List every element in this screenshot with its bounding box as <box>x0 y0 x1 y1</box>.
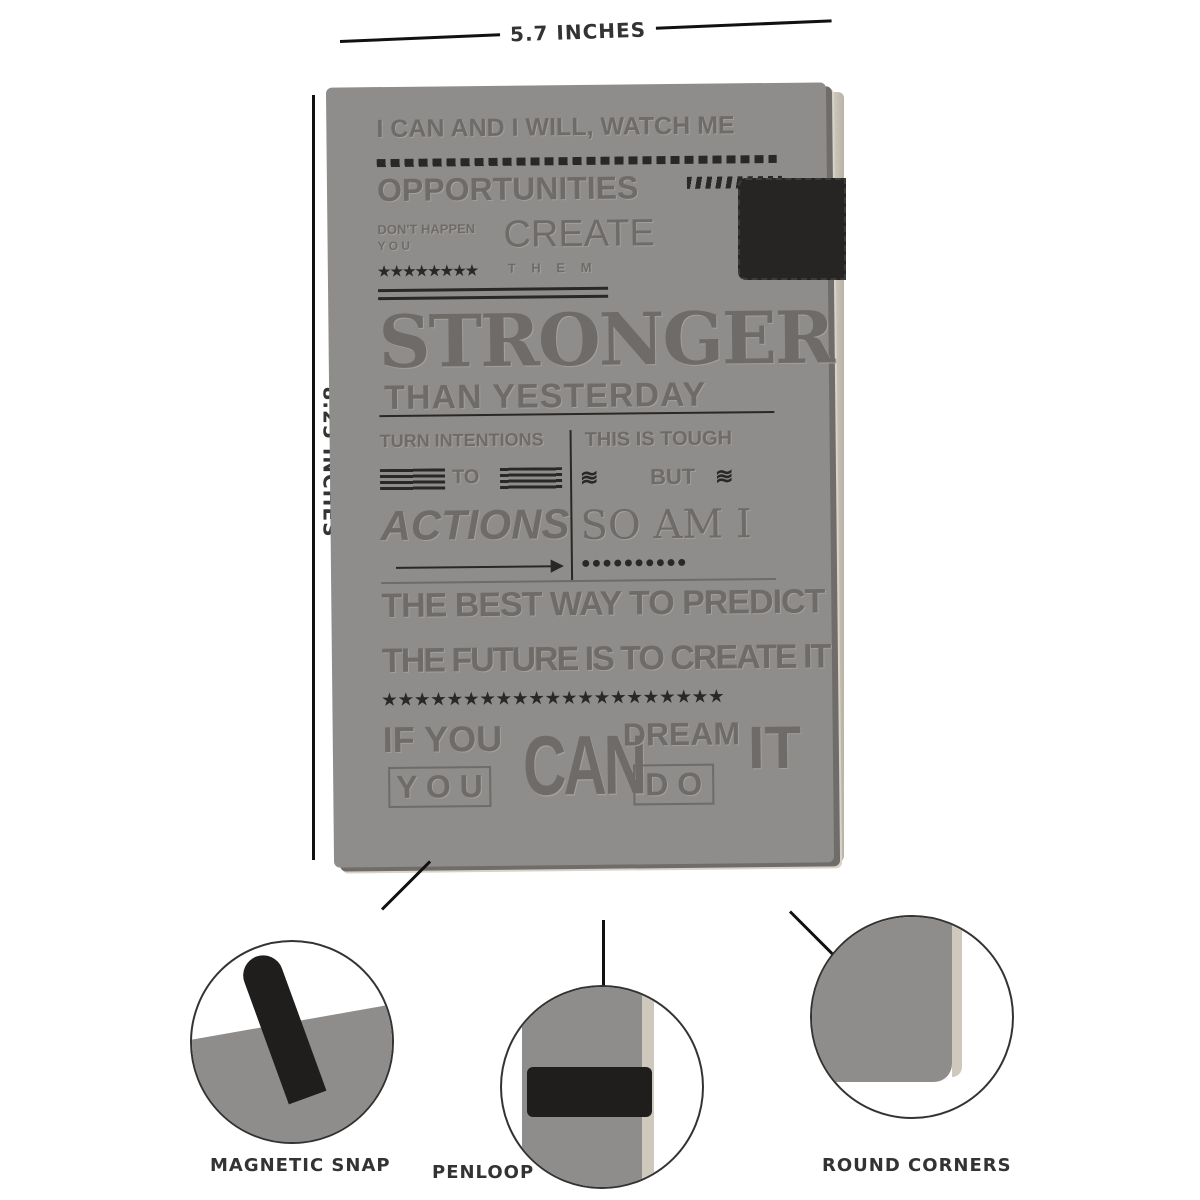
cover-line: TURN INTENTIONS <box>379 429 544 452</box>
cover-line: THE BEST WAY TO PREDICT <box>381 582 825 626</box>
pointer-line <box>380 860 432 911</box>
cover-line: D O <box>633 763 715 806</box>
cover-line: STRONGER <box>378 294 834 385</box>
pointer-line <box>602 920 605 990</box>
divider <box>378 286 609 293</box>
width-label: 5.7 INCHES <box>499 17 657 47</box>
cover-line: SO AM I <box>580 501 753 549</box>
stripes <box>499 467 563 490</box>
round-corners-detail <box>810 915 1014 1119</box>
cover-line: DON'T HAPPEN <box>377 221 476 238</box>
stars-row: ★★★★★★★★ <box>377 262 479 280</box>
cover-line: CREATE <box>503 212 656 256</box>
cover-line: IT <box>747 713 802 782</box>
feature-label: PENLOOP <box>432 1162 535 1183</box>
penloop-detail <box>500 985 704 1189</box>
cover-line: BUT <box>649 463 696 490</box>
stars-row: ★★★★★★★★★★★★★★★★★★★★★ <box>382 688 726 710</box>
strap-detail <box>527 1067 652 1117</box>
stripes <box>379 468 446 492</box>
divider <box>376 154 777 168</box>
arrow-head: ▶ <box>550 557 564 575</box>
cover-line: TO <box>451 466 480 489</box>
magnetic-strap[interactable] <box>738 178 846 280</box>
cover-line: Y O U <box>388 765 492 809</box>
feature-label: MAGNETIC SNAP <box>210 1155 391 1176</box>
height-dimension-line <box>312 95 315 860</box>
feature-label: ROUND CORNERS <box>822 1155 1012 1176</box>
cover-line: ACTIONS <box>380 500 570 550</box>
cover-line: T H E M <box>507 259 598 276</box>
cover-corner <box>812 917 952 1082</box>
cover-line: Y O U <box>377 238 411 254</box>
divider <box>569 430 574 581</box>
arrow <box>395 565 556 569</box>
cover-line: THE FUTURE IS TO CREATE IT <box>381 637 830 681</box>
cover-line: IF YOU <box>382 717 503 761</box>
page-edge <box>952 917 962 1077</box>
cover-line: I CAN AND I WILL, WATCH ME <box>376 111 735 144</box>
magnetic-snap-detail <box>190 940 394 1144</box>
zigzag: ≋ <box>714 463 734 489</box>
cover-line: OPPORTUNITIES <box>376 169 639 209</box>
dots-row: ●●●●●●●●●● <box>580 553 688 572</box>
cover-line: DREAM <box>622 715 741 753</box>
zigzag: ≋ <box>579 464 599 490</box>
cover-line: THIS IS TOUGH <box>584 427 733 451</box>
